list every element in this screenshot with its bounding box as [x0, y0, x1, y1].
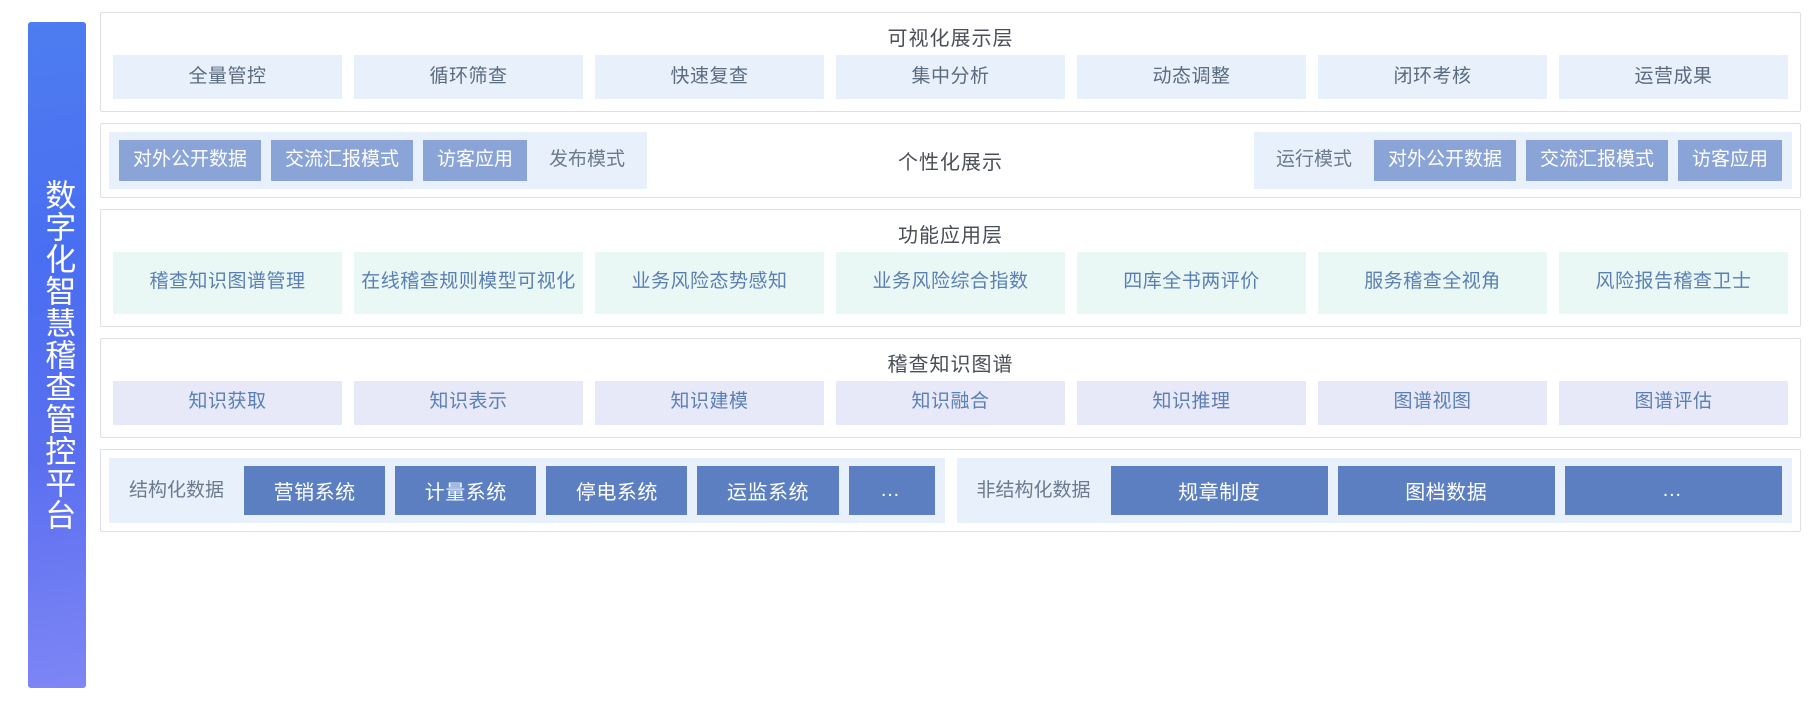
data-group-structured: 结构化数据 营销系统 计量系统 停电系统 运监系统 … [109, 457, 945, 523]
mode-center-label: 个性化展示 [647, 132, 1254, 189]
data-box-marketing[interactable]: 营销系统 [244, 465, 386, 515]
data-box-outage[interactable]: 停电系统 [546, 465, 688, 515]
data-box-more-unstructured[interactable]: … [1564, 465, 1782, 515]
kg-chip-0[interactable]: 知识获取 [113, 380, 342, 425]
kg-chip-4[interactable]: 知识推理 [1077, 380, 1306, 425]
layer-data-sources: 结构化数据 营销系统 计量系统 停电系统 运监系统 … 非结构化数据 规章制度 … [100, 448, 1801, 532]
vis-chip-6[interactable]: 运营成果 [1559, 55, 1788, 99]
func-chip-3[interactable]: 业务风险综合指数 [836, 251, 1065, 314]
func-chip-1[interactable]: 在线稽查规则模型可视化 [354, 251, 583, 314]
data-group-unstructured: 非结构化数据 规章制度 图档数据 … [956, 457, 1792, 523]
kg-chip-2[interactable]: 知识建模 [595, 380, 824, 425]
layer-visualization-title: 可视化展示层 [887, 28, 1014, 50]
layer-functional-title: 功能应用层 [898, 224, 1003, 247]
mode-publish-mode[interactable]: 发布模式 [549, 149, 626, 170]
func-chip-5[interactable]: 服务稽查全视角 [1318, 251, 1547, 314]
data-box-more-structured[interactable]: … [848, 465, 935, 515]
layer-modes: 对外公开数据 交流汇报模式 访客应用 发布模式 个性化展示 运行模式 对外公开数… [100, 123, 1801, 198]
func-chip-2[interactable]: 业务风险态势感知 [595, 251, 824, 314]
data-box-monitoring[interactable]: 运监系统 [697, 465, 839, 515]
layer-functional: 功能应用层 稽查知识图谱管理 在线稽查规则模型可视化 业务风险态势感知 业务风险… [100, 208, 1801, 327]
mode-report-right[interactable]: 交流汇报模式 [1525, 140, 1668, 181]
vis-chip-5[interactable]: 闭环考核 [1318, 55, 1547, 99]
kg-chip-3[interactable]: 知识融合 [836, 380, 1065, 425]
vis-chip-4[interactable]: 动态调整 [1077, 55, 1306, 99]
vis-chip-3[interactable]: 集中分析 [836, 55, 1065, 99]
layer-visualization-items: 全量管控 循环筛查 快速复查 集中分析 动态调整 闭环考核 运营成果 [101, 55, 1800, 111]
mode-group-left: 对外公开数据 交流汇报模式 访客应用 发布模式 [109, 132, 648, 189]
layer-knowledge-graph-items: 知识获取 知识表示 知识建模 知识融合 知识推理 图谱视图 图谱评估 [101, 380, 1800, 437]
mode-public-data-left[interactable]: 对外公开数据 [119, 140, 262, 181]
mode-visitor-app-right[interactable]: 访客应用 [1677, 140, 1782, 181]
data-box-archives[interactable]: 图档数据 [1337, 465, 1555, 515]
platform-title: 数字化智慧稽查管控平台 [40, 179, 76, 531]
func-chip-4[interactable]: 四库全书两评价 [1077, 251, 1306, 314]
kg-chip-1[interactable]: 知识表示 [354, 380, 583, 425]
layer-knowledge-graph-title: 稽查知识图谱 [887, 353, 1014, 376]
platform-title-bar: 数字化智慧稽查管控平台 [28, 22, 86, 688]
layer-stack: 可视化展示层 全量管控 循环筛查 快速复查 集中分析 动态调整 闭环考核 运营成… [86, 0, 1815, 710]
structured-data-label: 结构化数据 [129, 479, 225, 501]
vis-chip-2[interactable]: 快速复查 [595, 55, 824, 99]
mode-visitor-app-left[interactable]: 访客应用 [423, 140, 528, 181]
mode-group-right: 运行模式 对外公开数据 交流汇报模式 访客应用 [1253, 132, 1792, 189]
kg-chip-6[interactable]: 图谱评估 [1559, 380, 1788, 425]
data-box-metering[interactable]: 计量系统 [395, 465, 537, 515]
vis-chip-0[interactable]: 全量管控 [113, 55, 342, 99]
vis-chip-1[interactable]: 循环筛查 [354, 55, 583, 99]
func-chip-6[interactable]: 风险报告稽查卫士 [1559, 251, 1788, 314]
kg-chip-5[interactable]: 图谱视图 [1318, 380, 1547, 425]
layer-functional-items: 稽查知识图谱管理 在线稽查规则模型可视化 业务风险态势感知 业务风险综合指数 四… [101, 251, 1800, 326]
layer-visualization: 可视化展示层 全量管控 循环筛查 快速复查 集中分析 动态调整 闭环考核 运营成… [100, 12, 1801, 112]
mode-public-data-right[interactable]: 对外公开数据 [1373, 140, 1516, 181]
layer-knowledge-graph: 稽查知识图谱 知识获取 知识表示 知识建模 知识融合 知识推理 图谱视图 图谱评… [100, 337, 1801, 438]
mode-running-mode[interactable]: 运行模式 [1275, 149, 1352, 170]
mode-report-left[interactable]: 交流汇报模式 [271, 140, 414, 181]
data-box-regulations[interactable]: 规章制度 [1110, 465, 1328, 515]
unstructured-data-label: 非结构化数据 [976, 479, 1091, 501]
func-chip-0[interactable]: 稽查知识图谱管理 [113, 251, 342, 314]
